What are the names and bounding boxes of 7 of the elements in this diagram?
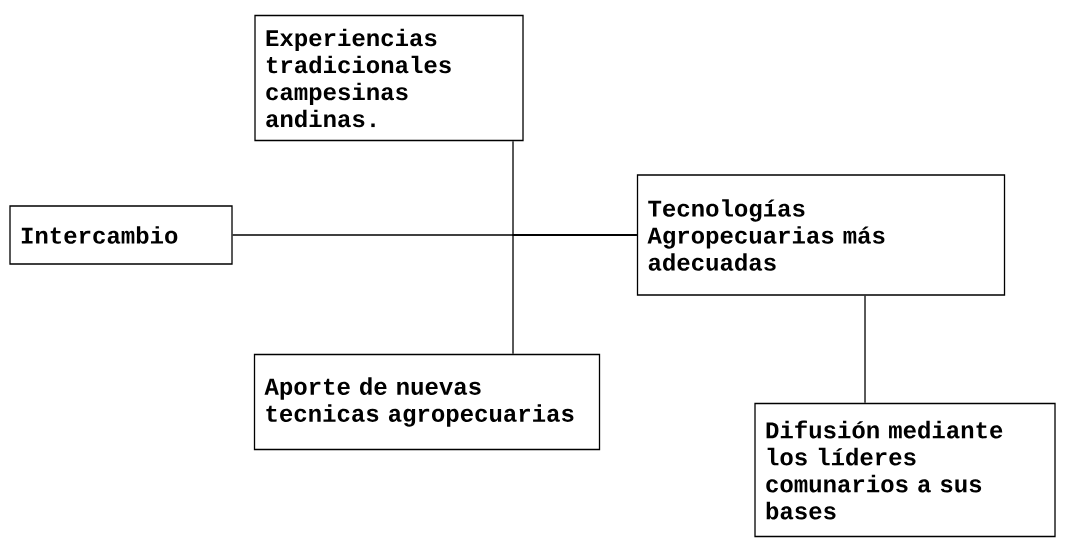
connector-line [864, 295, 866, 404]
text-box: Tecnologías Agropecuarias más adecuadas [636, 174, 1006, 296]
text-box: Difusión mediante los líderes comunarios a sus bases [754, 402, 1056, 538]
text-box: Intercambio [9, 205, 233, 265]
text-box: Aporte de nuevas tecnicas agropecuarias [253, 353, 601, 451]
text-box: Experiencias tradicionales campesinas andinas. [254, 14, 524, 142]
connector-line [512, 234, 638, 355]
